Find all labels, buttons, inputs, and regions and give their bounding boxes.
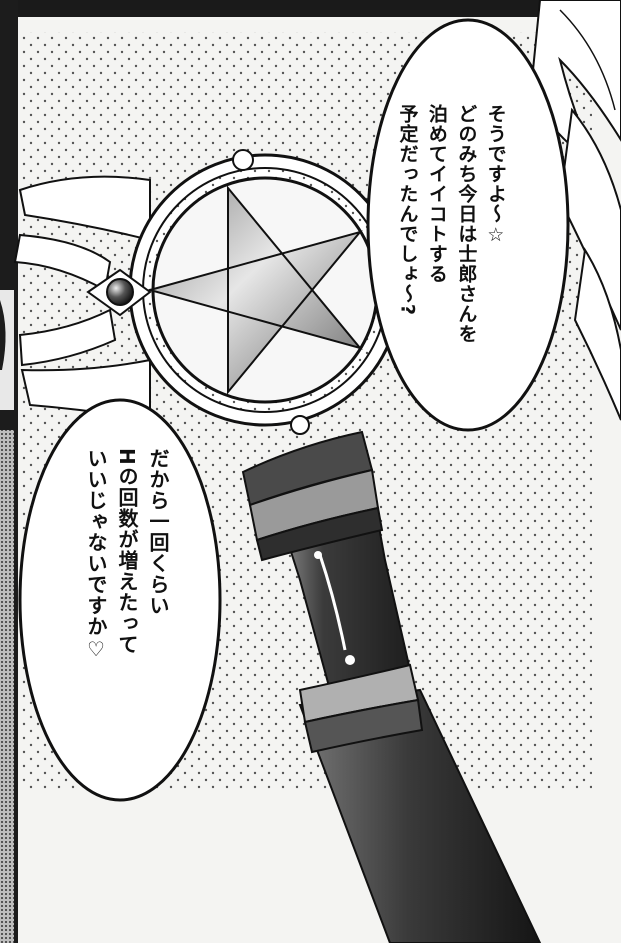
- top-panel-fragment: [0, 0, 585, 14]
- bubble-line: いいじゃないですか♡: [84, 448, 108, 662]
- bubble-line: そうですよ〜☆: [484, 104, 507, 247]
- bubble-line: どのみち今日は士郎さんを: [455, 104, 478, 344]
- bubble-line: Hの回数が増えたって: [115, 448, 139, 655]
- bubble-line: 予定だったんでしょ〜?: [396, 104, 419, 317]
- speech-bubble-2: [18, 398, 222, 802]
- bubble-line: だから一回くらい: [146, 448, 170, 616]
- speech-bubble-1: [366, 18, 570, 432]
- orb-icon: [86, 268, 152, 317]
- staff-handle: [241, 430, 542, 943]
- bubble-line: 泊めてイイコトする: [425, 104, 448, 284]
- speech-bubble-1-text: そうですよ〜☆ どのみち今日は士郎さんを 泊めてイイコトする 予定だったんでしょ…: [392, 104, 510, 404]
- speech-bubble-2-text: だから一回くらい Hの回数が増えたって いいじゃないですか♡: [80, 448, 173, 748]
